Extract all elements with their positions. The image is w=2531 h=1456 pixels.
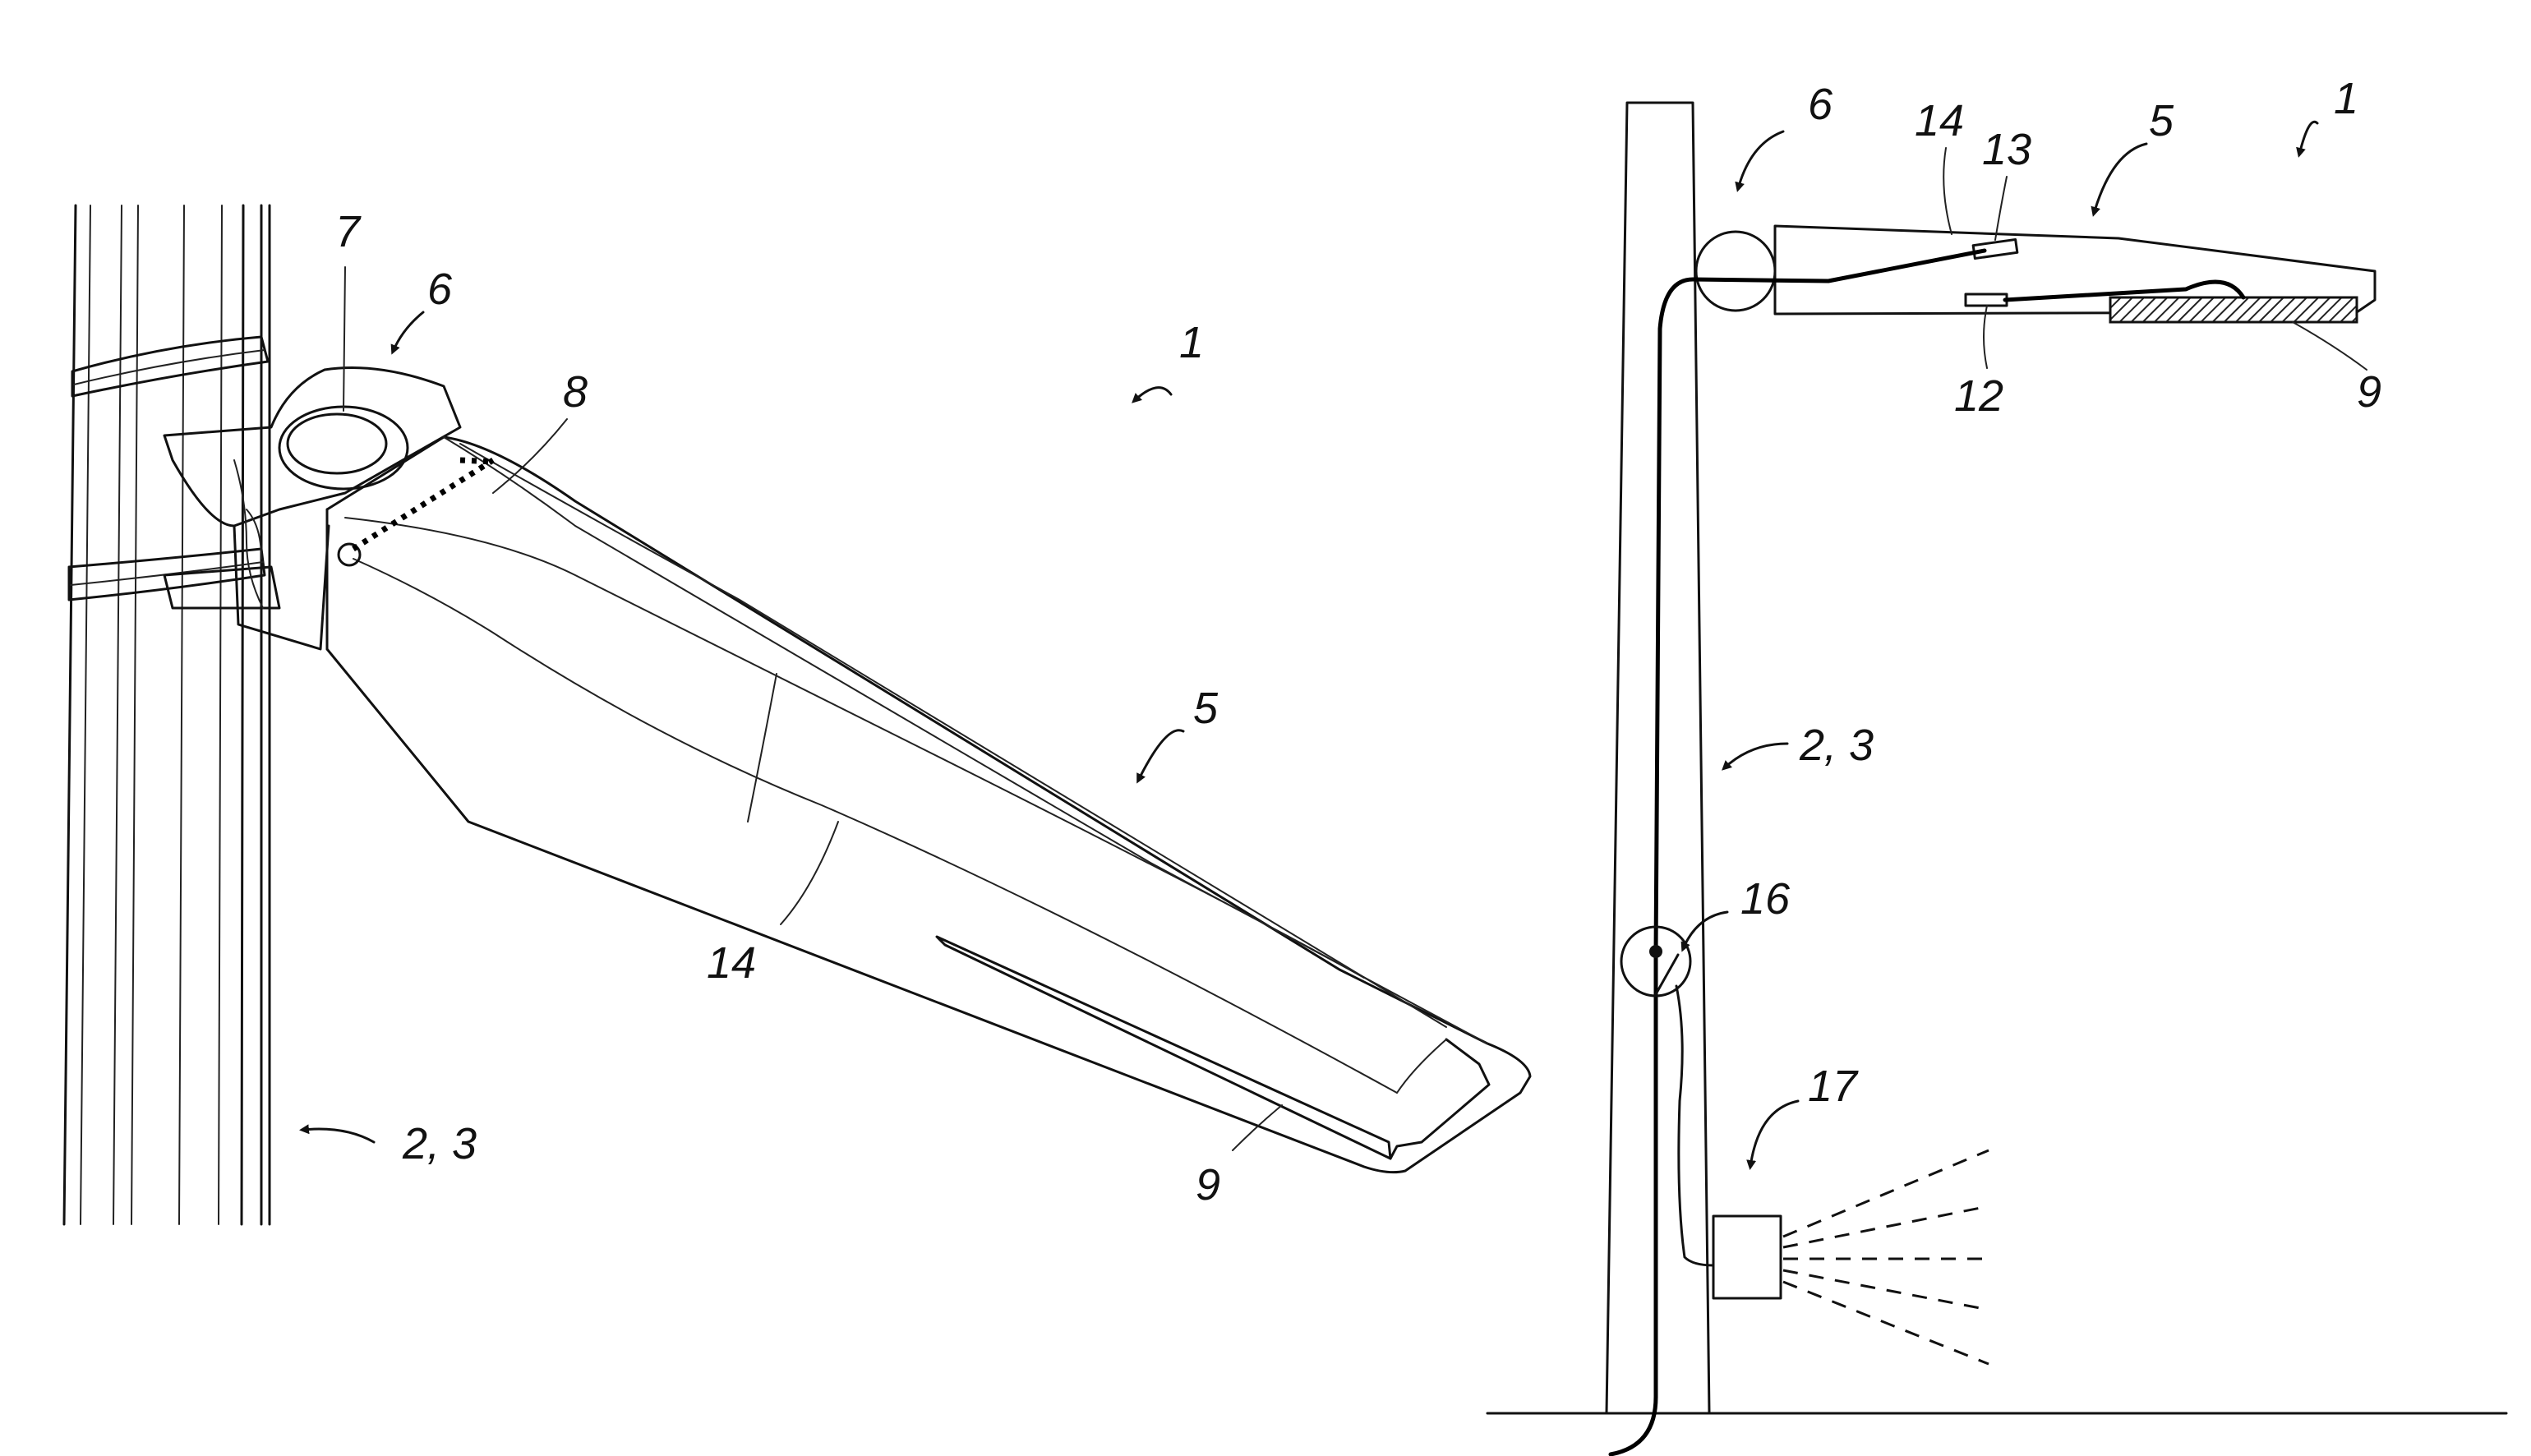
switch-arrow (1683, 912, 1727, 949)
right-light-panel (2110, 297, 2357, 322)
label-mount-right: 6 (1808, 80, 1833, 129)
sensor-lower-leader (1984, 306, 1987, 368)
mount-arrow-left (393, 312, 423, 352)
housing-leader-right (1943, 148, 1952, 234)
left-view: 1 6 7 8 5 14 9 2, 3 (64, 205, 1530, 1224)
label-pivot: 7 (335, 207, 362, 256)
label-lamp-assembly-right: 1 (2334, 74, 2358, 123)
label-floodlight: 17 (1808, 1062, 1859, 1111)
head-arrow-left (1138, 730, 1183, 781)
lamp-assembly-arrow-left (1134, 388, 1171, 401)
label-axis: 8 (563, 367, 588, 417)
label-sensor-lower: 12 (1954, 371, 2003, 421)
pole-arrow-right (1724, 744, 1787, 768)
panel-leader-right (2293, 322, 2367, 370)
label-panel-right: 9 (2357, 367, 2381, 417)
pivot-disk (279, 407, 408, 489)
pole-arrow-left (302, 1129, 374, 1142)
right-view: 1 6 14 13 5 12 9 2, 3 16 17 (1487, 74, 2506, 1454)
label-panel-left: 9 (1196, 1160, 1220, 1209)
cable-main (1656, 251, 1985, 1397)
label-sensor-upper: 13 (1982, 125, 2031, 174)
label-pole-right: 2, 3 (1799, 721, 1874, 770)
label-housing-right: 14 (1915, 96, 1964, 145)
left-mount-bracket (164, 368, 460, 650)
left-clamp-bands (69, 337, 268, 600)
sensor-upper (1973, 239, 2017, 258)
right-mount-circle (1696, 232, 1775, 311)
left-luminaire-arm (327, 437, 1530, 1173)
head-arrow-right (2094, 144, 2146, 214)
cable-underground (1611, 1397, 1656, 1454)
floodlight-arrow (1750, 1101, 1798, 1167)
label-pole-left: 2, 3 (402, 1119, 477, 1168)
right-callouts: 1 6 14 13 5 12 9 2, 3 16 17 (1683, 74, 2381, 1167)
label-mount-left: 6 (427, 265, 453, 314)
lamp-assembly-arrow-right (2299, 122, 2317, 154)
mount-arrow-right (1738, 131, 1783, 189)
housing-leader-left (781, 822, 838, 924)
left-callouts: 1 6 7 8 5 14 9 2, 3 (302, 207, 1282, 1209)
sensor-lower (1966, 294, 2007, 306)
label-lamp-assembly-left: 1 (1179, 318, 1204, 367)
switch-lever (1656, 955, 1678, 994)
label-head-right: 5 (2149, 96, 2174, 145)
sensor-upper-leader (1995, 177, 2007, 240)
pivot-leader (343, 267, 345, 411)
floodlight-beams (1783, 1150, 1989, 1364)
floodlight-box (1713, 1216, 1781, 1298)
label-housing-left: 14 (707, 938, 756, 988)
switch-contact (1649, 945, 1662, 958)
panel-leader-left (1233, 1105, 1282, 1150)
left-pole (64, 205, 270, 1224)
axis-leader (493, 419, 567, 493)
label-head-left: 5 (1193, 684, 1219, 733)
label-switch: 16 (1740, 874, 1791, 924)
